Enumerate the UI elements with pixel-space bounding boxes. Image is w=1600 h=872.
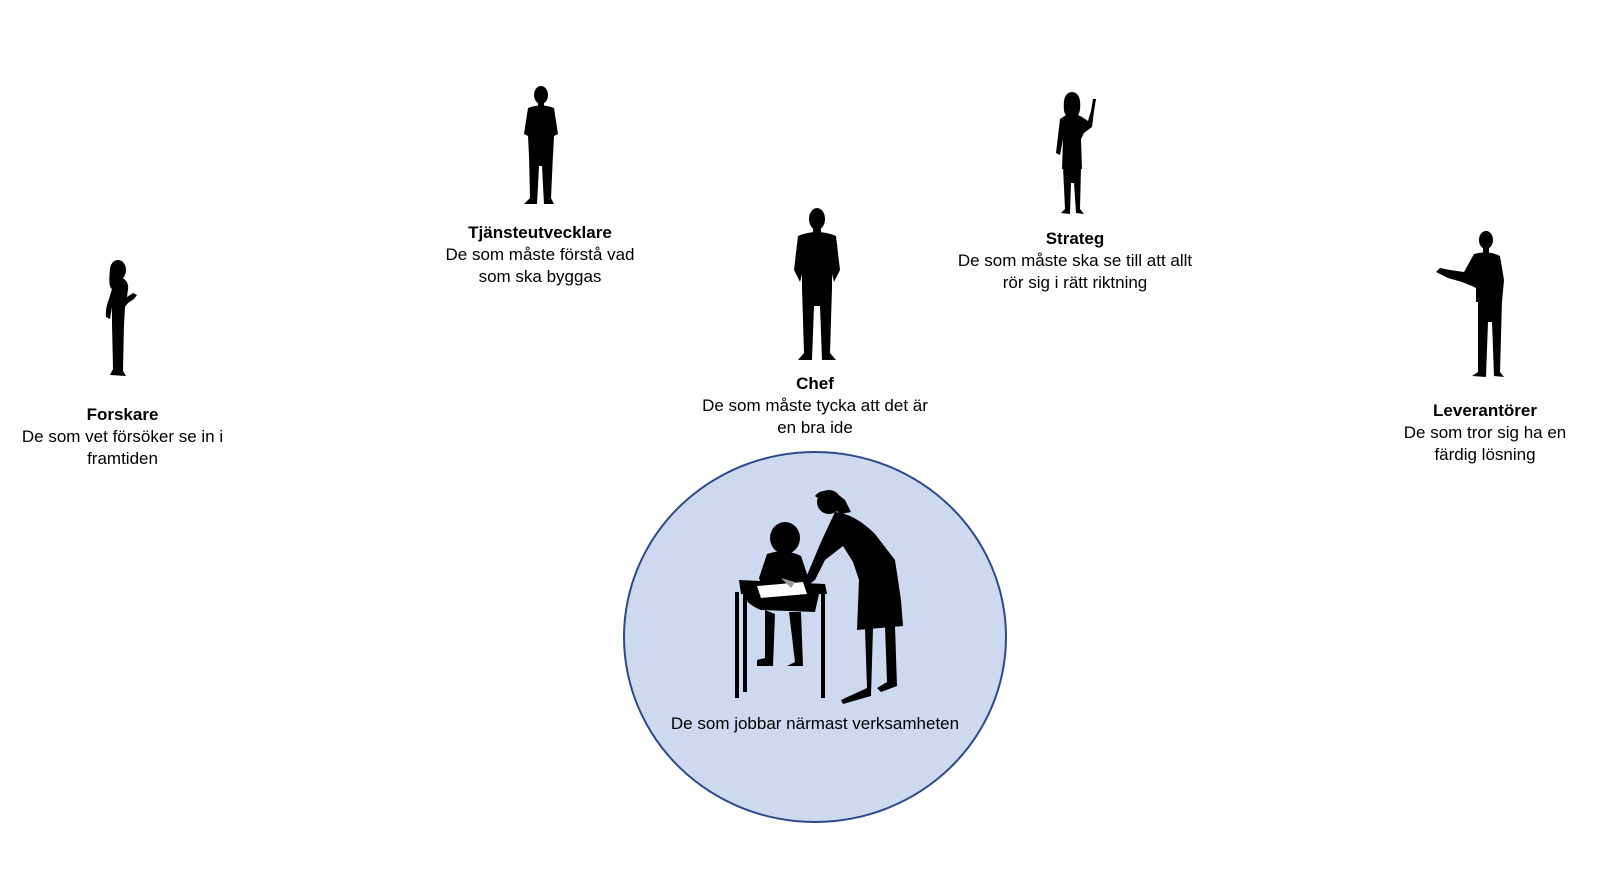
role-title: Strateg (1045, 229, 1105, 248)
role-description: De som måste ska se till att allt (957, 251, 1193, 270)
center-label: De som jobbar närmast verksamheten (670, 714, 960, 733)
role-description: framtiden (87, 449, 158, 468)
teacher-helping-student-silhouette-icon (725, 490, 925, 708)
role-description: De som måste förstå vad (445, 245, 635, 264)
role-description: De som tror sig ha en (1403, 423, 1567, 442)
role-description: som ska byggas (478, 267, 602, 286)
role-description: färdig lösning (1434, 445, 1536, 464)
man-standing-silhouette-icon (518, 86, 564, 206)
center-circle (623, 451, 1007, 823)
role-description: en bra ide (777, 418, 853, 437)
woman-standing-silhouette-icon (100, 259, 142, 379)
role-forskare: Forskare De som vet försöker se in i fra… (10, 404, 235, 470)
role-title: Forskare (86, 405, 159, 424)
role-description: rör sig i rätt riktning (1002, 273, 1148, 292)
role-title: Leverantörer (1433, 401, 1537, 420)
role-title: Tjänsteutvecklare (468, 223, 612, 242)
role-title: Chef (796, 374, 834, 393)
man-presenting-silhouette-icon (1434, 230, 1516, 380)
man-hands-in-pockets-silhouette-icon (790, 208, 844, 363)
role-strateg: Strateg De som måste ska se till att all… (945, 228, 1205, 294)
role-leverantorer: Leverantörer De som tror sig ha en färdi… (1385, 400, 1585, 466)
role-description: De som vet försöker se in i (21, 427, 224, 446)
role-chef: Chef De som måste tycka att det är en br… (690, 373, 940, 439)
role-tjansteutvecklare: Tjänsteutvecklare De som måste förstå va… (420, 222, 660, 288)
woman-pointing-up-silhouette-icon (1050, 91, 1102, 216)
role-description: De som måste tycka att det är (702, 396, 928, 415)
